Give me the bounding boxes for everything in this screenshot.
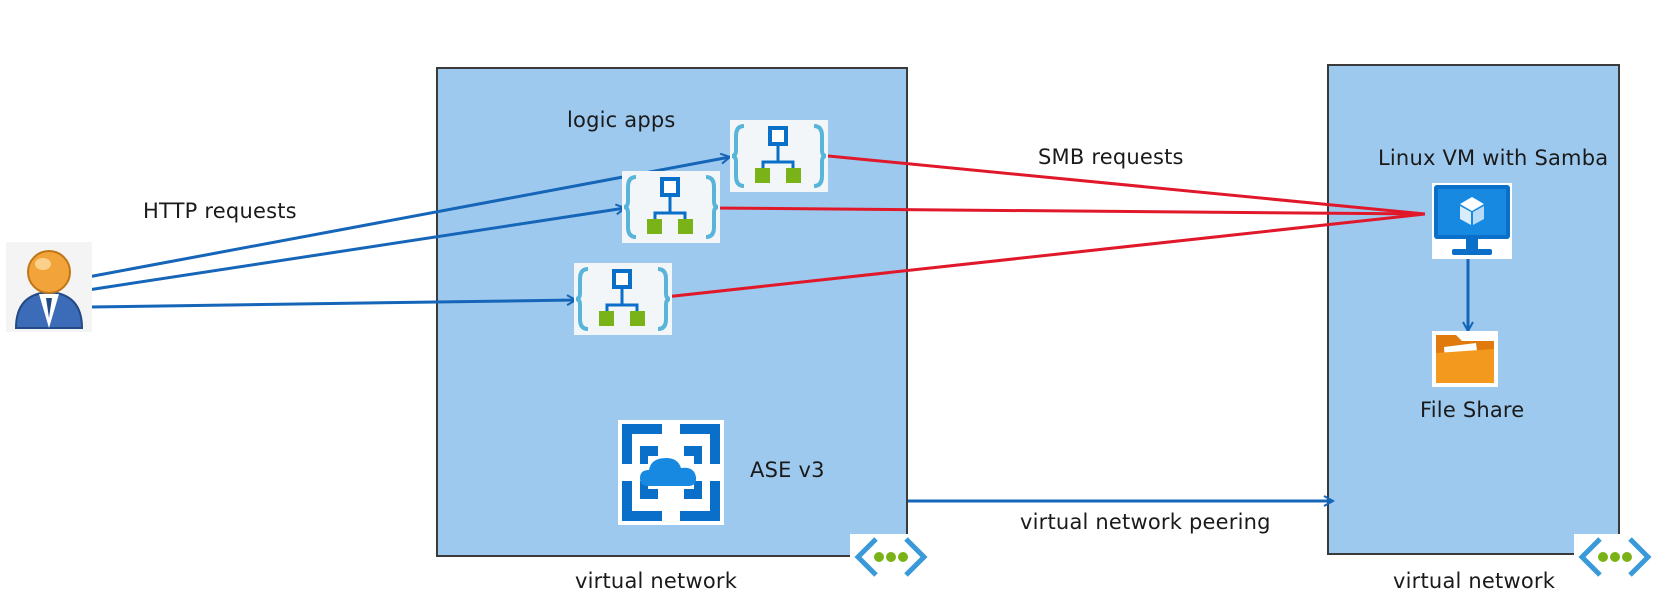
http-arrow-2 <box>87 208 625 292</box>
vnet-right-box <box>1327 64 1620 555</box>
virtual-machine-icon <box>1432 183 1512 259</box>
vnet-left-label: virtual network <box>575 569 738 593</box>
user-icon <box>6 242 92 332</box>
logic-app-icon <box>574 263 672 335</box>
linux-vm-label: Linux VM with Samba <box>1378 146 1609 170</box>
virtual-network-icon <box>850 534 932 580</box>
logic-app-icon <box>622 171 720 243</box>
logic-app-icon <box>730 120 828 192</box>
virtual-network-icon <box>1574 534 1656 580</box>
peering-label: virtual network peering <box>1020 510 1271 534</box>
http-arrow-3 <box>89 300 576 309</box>
app-service-environment-icon <box>618 420 724 525</box>
logic-apps-label: logic apps <box>567 108 676 132</box>
smb-line-2 <box>711 206 1426 216</box>
ase-label: ASE v3 <box>750 458 825 482</box>
http-requests-label: HTTP requests <box>143 199 297 223</box>
folder-icon <box>1432 331 1498 387</box>
vnet-right-label: virtual network <box>1393 569 1556 593</box>
smb-line-1 <box>817 153 1426 216</box>
smb-requests-label: SMB requests <box>1038 145 1184 169</box>
file-share-label: File Share <box>1420 398 1525 422</box>
smb-line-3 <box>655 212 1426 300</box>
